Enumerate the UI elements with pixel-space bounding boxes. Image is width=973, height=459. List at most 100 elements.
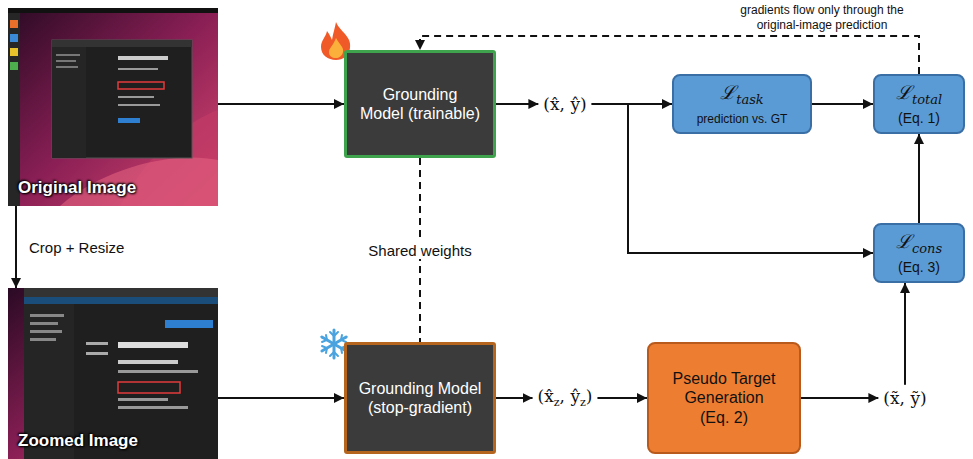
- dock: [8, 13, 20, 206]
- ui-button: [165, 320, 213, 328]
- text-line: (Eq. 3): [896, 257, 942, 276]
- screenshot-image: Original Image: [8, 8, 218, 206]
- process-box: Pseudo Target Generation (Eq. 2): [647, 342, 801, 454]
- text-row: [118, 68, 158, 70]
- text-row: [118, 370, 198, 373]
- text-row: [118, 104, 160, 106]
- text-row: [86, 342, 108, 345]
- text-row: [118, 398, 168, 401]
- text-line: Grounding Model (stop-gradient): [353, 379, 487, 417]
- text-line: (Eq. 2): [656, 408, 792, 427]
- text-line: Pseudo Target Generation: [656, 369, 792, 407]
- original-screenshot: [8, 8, 218, 206]
- connector-arrow: [218, 397, 344, 399]
- text-line: (x̂, ŷ): [543, 94, 586, 114]
- subscript-text: z: [554, 396, 560, 409]
- output-variable: (x̃, ỹ): [878, 385, 931, 411]
- text-row: [118, 406, 188, 409]
- text-line: (x̂z, ŷz): [538, 386, 593, 409]
- loss-box: ℒcons (Eq. 3): [873, 223, 965, 283]
- target-highlight: [118, 382, 180, 393]
- text-line: Original Image: [18, 178, 136, 198]
- connector-arrow: [918, 134, 920, 223]
- text-line: (Eq. 1): [896, 108, 942, 127]
- text-row: [56, 66, 78, 68]
- ui-button: [118, 118, 140, 123]
- loss-box: ℒtask prediction vs. GT: [672, 74, 812, 134]
- text-wrap: ℒtask prediction vs. GT: [697, 81, 788, 127]
- text-line: ℒtask: [697, 81, 788, 108]
- edge-label: Shared weights: [365, 242, 474, 259]
- model-box: Grounding Model (trainable): [344, 50, 496, 158]
- subscript-text: task: [736, 92, 764, 107]
- text-wrap: ℒtotal (Eq. 1): [896, 81, 942, 127]
- window-sidebar: [52, 47, 86, 158]
- dock-icon: [10, 34, 18, 42]
- edge-label: Crop + Resize: [26, 239, 127, 256]
- dock-icon: [10, 20, 18, 28]
- node-text: (x̂: [538, 386, 554, 406]
- app-window: [52, 40, 192, 158]
- connector-arrow: [801, 397, 878, 399]
- zoomed-screenshot: [8, 288, 218, 459]
- text-wrap: Grounding Model (trainable): [353, 85, 487, 123]
- node-text: ℒ: [720, 81, 736, 103]
- node-text: ℒ: [896, 230, 912, 252]
- node-text: Pseudo Target Generation: [673, 370, 776, 406]
- model-box: Grounding Model (stop-gradient): [344, 342, 496, 454]
- text-wrap: (x̂z, ŷz): [538, 386, 593, 409]
- snowflake-icon: [322, 330, 346, 358]
- node-text: Original Image: [18, 178, 136, 197]
- node-text: (Eq. 1): [898, 110, 940, 126]
- text-row: [118, 342, 188, 348]
- desktop-wallpaper: [8, 8, 218, 206]
- connector-arrow: [904, 283, 906, 385]
- text-row: [30, 314, 64, 317]
- subscript-text: total: [912, 92, 942, 107]
- text-row: [86, 352, 108, 355]
- node-text: (Eq. 2): [700, 409, 748, 426]
- info-banner: [24, 297, 218, 304]
- text-row: [30, 338, 56, 341]
- connector-arrow: [218, 103, 344, 105]
- node-text: (x̂, ŷ): [543, 94, 586, 114]
- subscript-text: z: [580, 396, 586, 409]
- text-row: [118, 96, 154, 98]
- loss-box: ℒtotal (Eq. 1): [873, 74, 965, 134]
- edge-label: gradients flow only through the original…: [729, 3, 915, 32]
- text-line: prediction vs. GT: [697, 108, 788, 127]
- window-titlebar: [24, 288, 218, 297]
- node-text: ): [586, 386, 593, 406]
- connector-arrow: [597, 397, 647, 399]
- node-text: prediction vs. GT: [697, 112, 788, 126]
- text-line: Grounding Model (trainable): [353, 85, 487, 123]
- snowflake-arm: [322, 337, 346, 351]
- text-row: [118, 360, 178, 364]
- window-titlebar: [52, 40, 192, 47]
- output-variable: (x̂z, ŷz): [533, 383, 598, 412]
- text-line: (x̃, ỹ): [883, 388, 926, 408]
- snowflake-arm: [322, 337, 346, 351]
- text-row: [56, 60, 76, 62]
- node-text: ℒ: [896, 81, 912, 103]
- text-line: ℒcons: [896, 230, 942, 257]
- text-row: [118, 56, 168, 60]
- text-row: [30, 330, 62, 333]
- text-wrap: Grounding Model (stop-gradient): [353, 379, 487, 417]
- text-line: Zoomed Image: [18, 431, 138, 451]
- text-wrap: ℒcons (Eq. 3): [896, 230, 942, 276]
- node-text: , ŷ: [560, 386, 580, 406]
- text-wrap: Zoomed Image: [18, 431, 138, 451]
- node-text: Zoomed Image: [18, 431, 138, 450]
- connector-arrow: [496, 103, 538, 105]
- node-text: (Eq. 3): [898, 259, 940, 275]
- dock-icon: [10, 48, 18, 56]
- text-wrap: (x̂, ŷ): [543, 94, 586, 114]
- text-row: [56, 54, 80, 56]
- text-row: [30, 322, 58, 325]
- target-highlight: [118, 82, 164, 89]
- node-text: (x̃, ỹ): [883, 388, 926, 408]
- node-text: Grounding Model (trainable): [360, 86, 480, 122]
- connector-arrow: [15, 206, 17, 288]
- screenshot-image: Zoomed Image: [8, 288, 218, 459]
